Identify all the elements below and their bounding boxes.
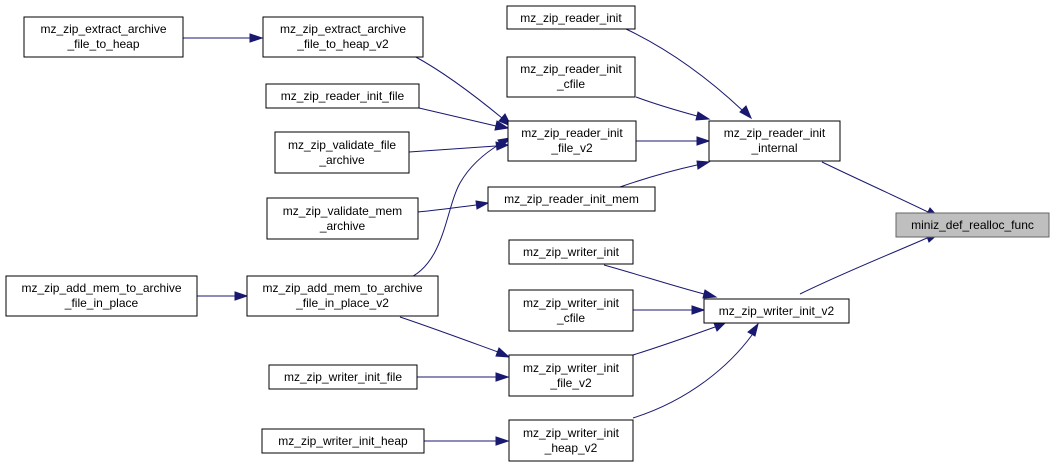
edge-extract-to-heap-to-v2 [183,33,264,43]
node-label-line: mz_zip_writer_init [523,296,620,310]
node-label-line: mz_zip_add_mem_to_archive [262,281,422,295]
node-writer-init-v2[interactable]: mz_zip_writer_init_v2 [703,298,850,324]
edge-writer-cfile-to-writer-v2 [633,305,706,315]
node-label-line: _file_v2 [549,376,592,390]
edge-writer-heap-v2-to-writer-v2 [632,322,759,419]
node-writer-init-heap-v2[interactable]: mz_zip_writer_init _heap_v2 [508,419,634,462]
node-label-line: _file_to_heap [66,37,139,51]
node-label-line: mz_zip_reader_init_file [281,89,405,103]
node-label-line: mz_zip_writer_init [523,426,620,440]
node-label-line: _heap_v2 [544,441,598,455]
node-label-line: mz_zip_reader_init [520,62,622,76]
node-label-line: _file_to_heap_v2 [296,37,389,51]
node-label-line: _file_in_place [64,296,139,310]
node-label-line: mz_zip_extract_archive [280,22,406,36]
edge-validate-file-to-reader-file-v2 [408,141,510,153]
node-label-line: mz_zip_writer_init_heap [278,434,408,448]
node-add-mem-to-archive-file-in-place[interactable]: mz_zip_add_mem_to_archive _file_in_place [5,275,198,317]
node-reader-init-file[interactable]: mz_zip_reader_init_file [265,83,420,109]
node-label-line: _archive [319,219,366,233]
edge-extract-to-heap-v2-to-reader-file-v2 [413,55,513,127]
node-label-line: mz_zip_writer_init_file [284,370,402,384]
edges-layer [183,28,941,446]
node-label-line: mz_zip_add_mem_to_archive [21,281,181,295]
node-label-line: _internal [750,141,797,155]
node-add-mem-to-archive-file-in-place-v2[interactable]: mz_zip_add_mem_to_archive _file_in_place… [246,275,439,317]
edge-validate-mem-to-reader-mem [417,200,490,213]
node-label-line: _cfile [556,77,585,91]
node-writer-init-file[interactable]: mz_zip_writer_init_file [268,364,418,390]
node-extract-archive-file-to-heap[interactable]: mz_zip_extract_archive _file_to_heap [23,16,184,58]
node-label-line: mz_zip_validate_file [288,138,396,152]
node-label-line: mz_zip_reader_init [724,126,826,140]
edge-reader-file-v2-to-internal [636,136,711,146]
edge-writer-heap-to-writer-heap-v2 [424,436,510,446]
node-label-line: mz_zip_writer_init_v2 [719,304,835,318]
node-writer-init-heap[interactable]: mz_zip_writer_init_heap [261,428,425,454]
node-miniz-def-realloc-func[interactable]: miniz_def_realloc_func [895,212,1050,238]
node-label-line: mz_zip_validate_mem [283,204,402,218]
edge-reader-init-to-internal [625,28,753,120]
node-extract-archive-file-to-heap-v2[interactable]: mz_zip_extract_archive _file_to_heap_v2 [262,16,424,58]
edge-reader-mem-to-internal [616,160,711,189]
edge-writer-v2-to-realloc [799,232,941,295]
edge-internal-to-realloc [821,161,941,219]
node-label-line: _cfile [556,311,585,325]
nodes-layer: mz_zip_extract_archive _file_to_heap mz_… [5,5,1050,462]
node-label-line: mz_zip_reader_init [520,11,622,25]
edge-add-mem-v2-to-reader-file-v2 [404,137,512,281]
node-reader-init[interactable]: mz_zip_reader_init [506,5,636,30]
node-label-line: mz_zip_writer_init [523,361,620,375]
node-reader-init-cfile[interactable]: mz_zip_reader_init _cfile [506,56,636,98]
edge-writer-init-to-writer-v2 [603,264,718,299]
edge-reader-cfile-to-internal [635,96,711,121]
edge-add-mem-to-add-mem-v2 [197,291,249,301]
node-label-line: _file_in_place_v2 [295,296,389,310]
node-label-line: miniz_def_realloc_func [911,218,1034,232]
node-writer-init[interactable]: mz_zip_writer_init [508,239,634,265]
node-label-line: _archive [318,153,365,167]
node-validate-mem-archive[interactable]: mz_zip_validate_mem _archive [266,197,419,240]
node-label-line: mz_zip_reader_init_mem [504,192,639,206]
node-validate-file-archive[interactable]: mz_zip_validate_file _archive [274,131,410,174]
node-label-line: mz_zip_writer_init [523,245,620,259]
node-reader-init-file-v2[interactable]: mz_zip_reader_init _file_v2 [507,120,637,162]
edge-reader-file-to-reader-file-v2 [418,107,510,131]
node-label-line: mz_zip_extract_archive [40,22,166,36]
node-writer-init-cfile[interactable]: mz_zip_writer_init _cfile [508,289,634,332]
node-reader-init-mem[interactable]: mz_zip_reader_init_mem [487,186,656,212]
node-label-line: _file_v2 [550,141,593,155]
edge-add-mem-v2-to-writer-file-v2 [399,316,511,358]
edge-writer-file-v2-to-writer-v2 [632,321,728,356]
node-reader-init-internal[interactable]: mz_zip_reader_init _internal [708,120,841,162]
node-writer-init-file-v2[interactable]: mz_zip_writer_init _file_v2 [508,354,634,397]
edge-writer-file-to-writer-file-v2 [417,372,510,382]
node-label-line: mz_zip_reader_init [521,126,623,140]
